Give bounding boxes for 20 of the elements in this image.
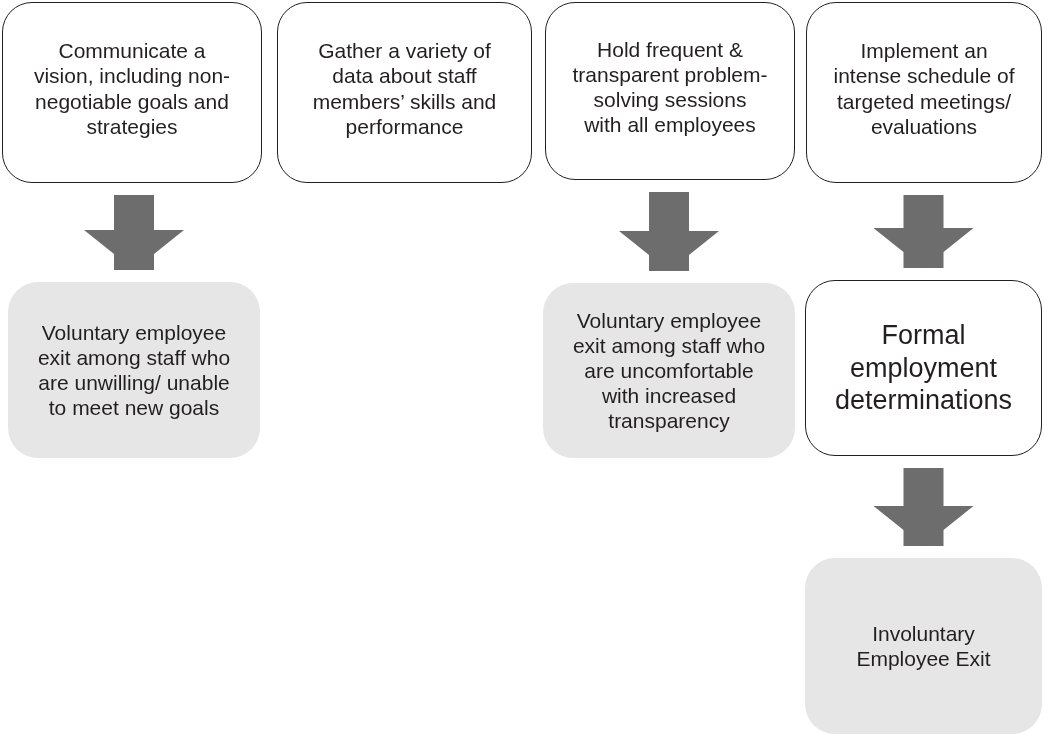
block-arrow: [873, 195, 974, 268]
decision-box: [805, 280, 1042, 456]
box-text: Gather a variety of data about staff members’ skills and performance: [311, 38, 498, 139]
box-text: Involuntary Employee Exit: [855, 620, 992, 672]
box-text: Formal employment determinations: [833, 319, 1014, 417]
process-box: [277, 2, 532, 183]
outcome-box: [805, 558, 1042, 734]
outcome-box: [8, 282, 260, 458]
block-arrow: [84, 195, 184, 270]
box-text: Voluntary employee exit among staff who are unwilling/ unable to meet new goals: [36, 319, 232, 421]
box-text: Communicate a vision, including non-negotiable goals and strategies: [32, 38, 232, 139]
process-box: [806, 2, 1042, 183]
block-arrow: [619, 192, 719, 271]
outcome-box: [543, 283, 795, 458]
box-text: Implement an intense schedule of targeted meetings/ evaluations: [833, 38, 1015, 139]
process-box: [2, 2, 262, 183]
process-box: [545, 2, 795, 180]
block-arrow: [873, 468, 974, 546]
box-text: Voluntary employee exit among staff who are uncomfortable with increased transparency: [571, 307, 767, 434]
box-text: Hold frequent & transparent problem-solving sessions with all employees: [572, 36, 768, 138]
